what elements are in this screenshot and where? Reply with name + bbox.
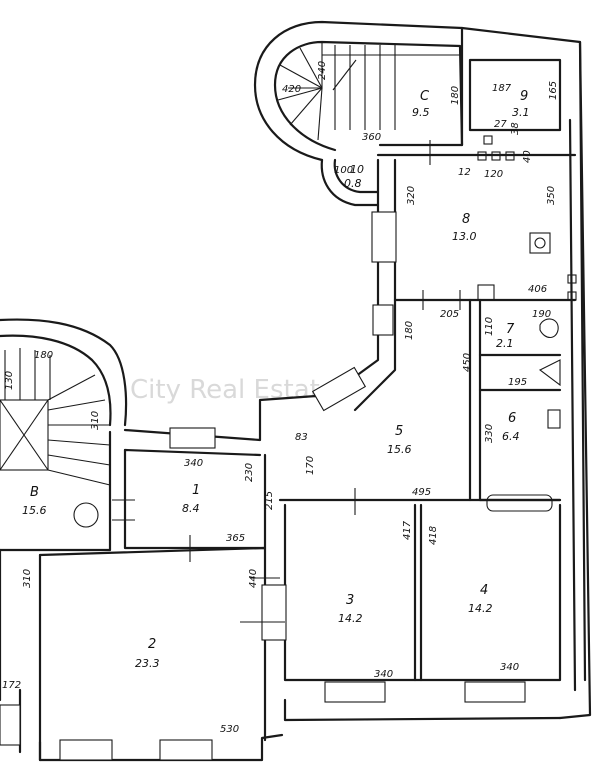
dim-450: 450 (462, 353, 473, 372)
window-room-2-right (261, 584, 287, 641)
stair-b-circle-symbol (73, 502, 99, 528)
room-2-label: 2 (148, 637, 156, 652)
room-5-label: 5 (395, 424, 403, 439)
dim-330: 330 (484, 424, 495, 443)
dim-170: 170 (305, 456, 316, 475)
windows (0, 211, 526, 761)
dim-38: 38 (510, 122, 521, 135)
room-10-area: 0.8 (344, 177, 362, 190)
dim-340-a: 340 (374, 669, 393, 680)
dim-530: 530 (220, 724, 239, 735)
window-room-1 (169, 427, 216, 449)
stove-symbol (529, 232, 551, 254)
room-b-area: 15.6 (22, 504, 47, 517)
dim-130: 130 (4, 371, 15, 390)
room-c-label: C (420, 89, 430, 104)
room-8-area: 13.0 (452, 230, 477, 243)
dim-340-l: 340 (184, 458, 203, 469)
room-10-label: 10 (350, 163, 364, 176)
door-marks (112, 140, 461, 623)
dim-320: 320 (406, 186, 417, 205)
dim-215: 215 (264, 491, 275, 510)
room-8-label: 8 (462, 212, 470, 227)
room-9-label: 9 (520, 89, 528, 104)
dim-190: 190 (532, 309, 551, 320)
outer-walls (0, 20, 592, 762)
window-corridor (372, 304, 394, 336)
radiator-symbol (547, 409, 561, 429)
window-room-2-a (59, 739, 113, 761)
dim-110: 110 (484, 317, 495, 336)
dim-100: 100 (334, 165, 353, 176)
window-stair-b (0, 704, 21, 746)
fixtures (477, 135, 577, 512)
stair-b (0, 348, 111, 528)
stair-c (277, 42, 460, 141)
watermark: City Real Estate (130, 375, 336, 405)
room-6-label: 6 (508, 411, 516, 426)
dim-340-b: 340 (500, 662, 519, 673)
dim-365: 365 (226, 533, 245, 544)
window-room-3 (324, 681, 386, 703)
dimension-labels: 240 420 360 180 187 165 27 38 40 100 12 … (2, 61, 559, 735)
dim-440: 440 (248, 569, 259, 588)
interior-walls (0, 26, 577, 762)
dim-83: 83 (295, 432, 308, 443)
room-6-area: 6.4 (502, 430, 520, 443)
window-room-4 (464, 681, 526, 703)
vent-symbol (477, 284, 495, 301)
dim-417: 417 (402, 520, 413, 540)
room-3-area: 14.2 (338, 612, 363, 625)
dim-180: 180 (404, 321, 415, 340)
dim-418: 418 (428, 526, 439, 545)
window-room-5 (311, 366, 367, 412)
dim-40: 40 (522, 150, 533, 163)
room-5-area: 15.6 (387, 443, 412, 456)
room-9-area: 3.1 (512, 106, 530, 119)
dim-187: 187 (492, 83, 512, 94)
room-7-area: 2.1 (496, 337, 514, 350)
dim-495: 495 (412, 487, 431, 498)
dim-350: 350 (546, 186, 557, 205)
dim-12: 12 (458, 167, 471, 178)
sink-symbol (538, 359, 561, 387)
room-7-label: 7 (506, 322, 515, 337)
dim-180-b: 180 (34, 350, 53, 361)
room-b-label: B (30, 485, 39, 500)
dim-180-c: 180 (450, 86, 461, 105)
window-room-2-b (159, 739, 213, 761)
dim-310-b: 310 (22, 569, 33, 588)
dim-230: 230 (244, 463, 255, 482)
room-1-area: 8.4 (182, 502, 200, 515)
dim-172: 172 (2, 680, 21, 691)
dim-310: 310 (90, 411, 101, 430)
room-4-area: 14.2 (468, 602, 493, 615)
room-2-area: 23.3 (135, 657, 160, 670)
window-room-8 (371, 211, 397, 263)
dim-240: 240 (317, 61, 328, 80)
dim-165: 165 (548, 81, 559, 100)
dim-195: 195 (508, 377, 527, 388)
bathtub-symbol (486, 494, 553, 512)
room-labels: C 9.5 9 3.1 10 0.8 8 13.0 7 2.1 6 6.4 5 … (22, 89, 530, 670)
toilet-symbol (539, 318, 559, 339)
dim-120: 120 (484, 169, 503, 180)
dim-205: 205 (440, 309, 459, 320)
dim-420: 420 (282, 84, 301, 95)
dim-27: 27 (494, 119, 507, 130)
room-1-label: 1 (192, 483, 200, 498)
dim-360: 360 (362, 132, 381, 143)
room-3-label: 3 (346, 593, 354, 608)
room-c-area: 9.5 (412, 106, 430, 119)
room-4-label: 4 (480, 583, 488, 598)
dim-406: 406 (528, 284, 547, 295)
